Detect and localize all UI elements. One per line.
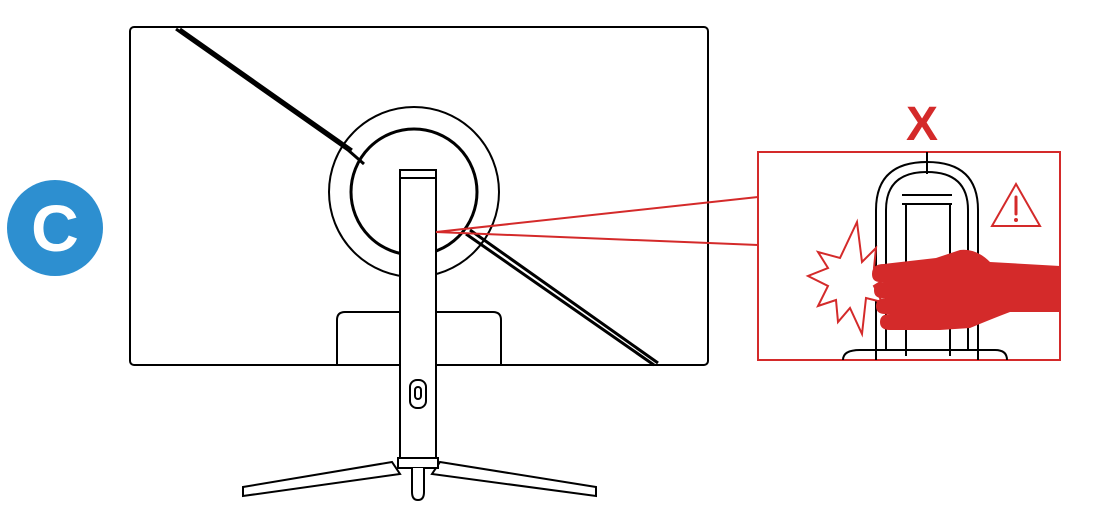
warning-triangle-icon <box>990 181 1042 227</box>
cable-clip-slot <box>414 386 422 400</box>
stand-column <box>399 169 437 461</box>
stand-foot-pin <box>411 468 425 502</box>
warning-exclamation-dot <box>1014 218 1018 222</box>
callout-leaders <box>435 196 759 246</box>
callout-leader-upper <box>435 196 759 233</box>
detail-callout <box>757 151 1061 361</box>
stand-leg-right <box>430 460 597 498</box>
step-badge-circle <box>7 180 103 276</box>
detail-hinge <box>842 152 1008 361</box>
callout-leader-lower <box>435 231 759 246</box>
warning-triangle-outline <box>990 181 1042 227</box>
stand-leg-left <box>242 460 402 498</box>
detail-hinge-slot <box>902 194 952 205</box>
detail-base <box>842 349 1008 361</box>
monitor-stand-icon <box>242 169 597 502</box>
stand-foot-collar <box>397 457 439 469</box>
diagonal-line-lower <box>465 228 659 367</box>
prohibited-mark: X <box>906 98 938 151</box>
diagonal-line-upper <box>175 27 365 166</box>
hand-icon <box>872 249 1060 330</box>
step-badge-label: C <box>31 191 79 265</box>
step-badge: C <box>7 180 103 276</box>
